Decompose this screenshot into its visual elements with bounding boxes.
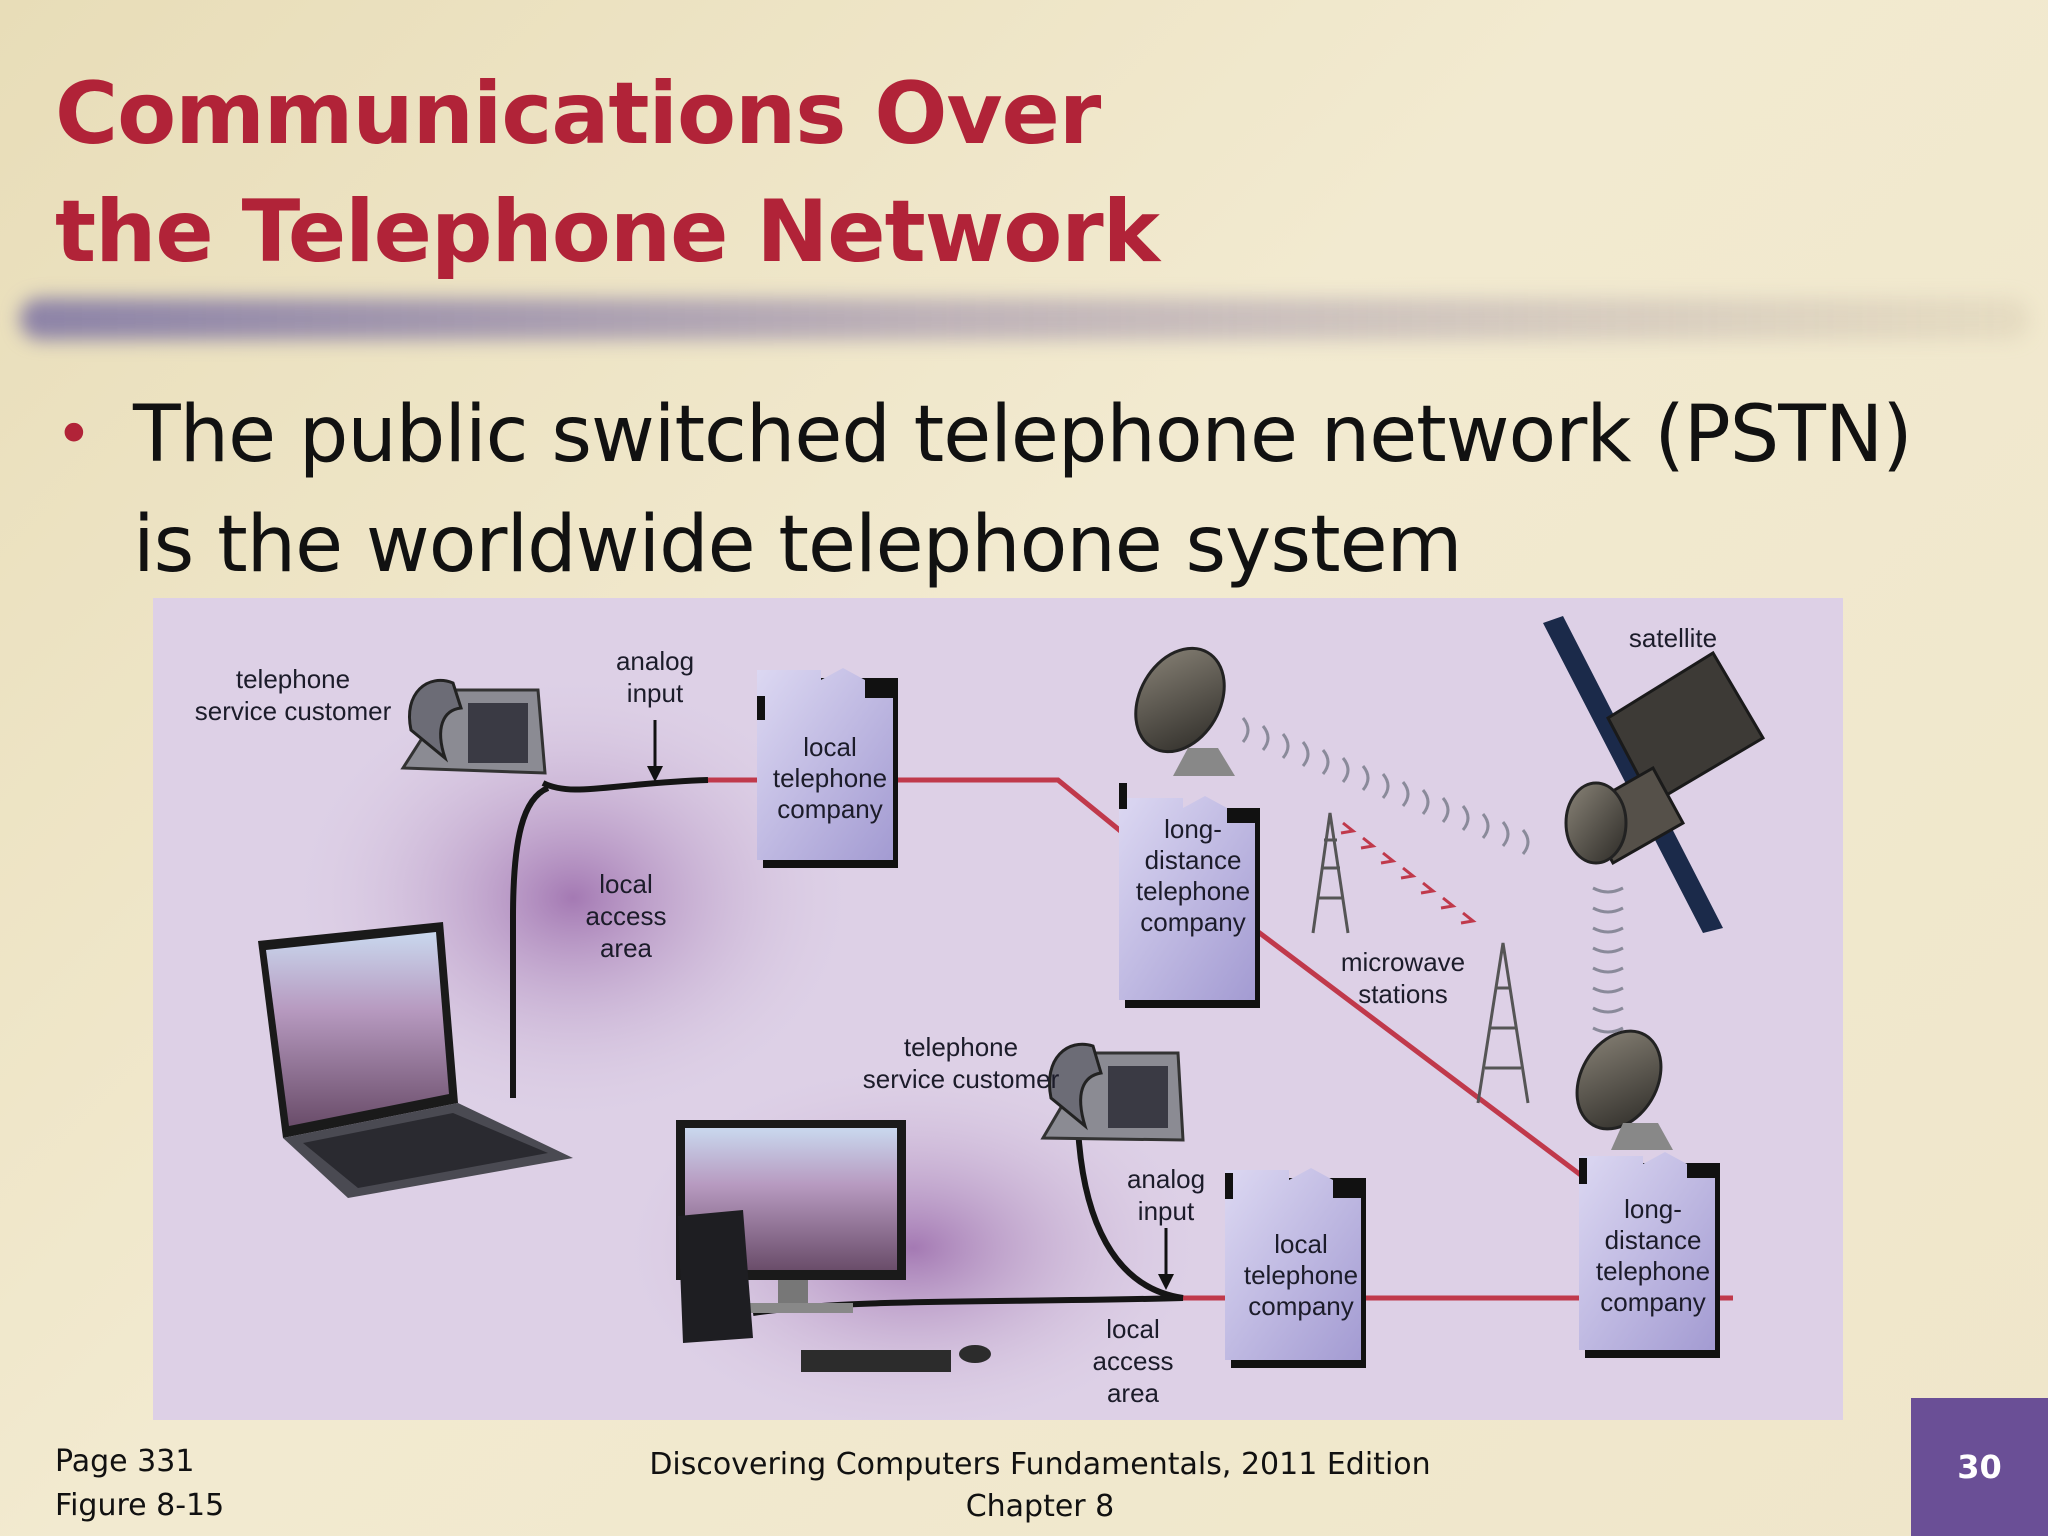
analog-arrowhead-2 xyxy=(1158,1274,1174,1290)
telephone-icon-2 xyxy=(1040,1042,1185,1142)
satellite-dish-1 xyxy=(1134,646,1235,776)
label-analog-2-line1: analog xyxy=(1127,1164,1205,1194)
telephone-icon-1 xyxy=(400,678,547,775)
label-local-access-1-line3: area xyxy=(600,933,653,963)
long-distance-company-1 xyxy=(1119,783,1260,1008)
microwave-tower-1 xyxy=(1311,812,1350,934)
bullet-icon: • xyxy=(55,398,93,472)
cable-top xyxy=(541,777,709,793)
label-customer-2-line1: telephone xyxy=(904,1032,1018,1062)
slide-title: Communications Over the Telephone Networ… xyxy=(55,55,1160,291)
signal-waves xyxy=(1241,717,1624,1034)
trunk-line-diagonal xyxy=(1251,926,1600,1190)
bullet-point: • The public switched telephone network … xyxy=(55,380,1985,600)
label-local-access-2-line1: local xyxy=(1106,1314,1159,1344)
bullet-text: The public switched telephone network (P… xyxy=(133,390,1913,590)
analog-arrowhead-1 xyxy=(647,766,663,782)
slide-number: 30 xyxy=(1957,1448,2002,1486)
label-local-co-1-line3: company xyxy=(777,794,883,824)
label-local-co-2-line2: telephone xyxy=(1244,1260,1358,1290)
footer-page: Page 331 xyxy=(55,1444,195,1479)
label-local-co-2-line1: local xyxy=(1274,1229,1327,1259)
footer-source: Discovering Computers Fundamentals, 2011… xyxy=(600,1444,1480,1528)
label-ld-co-1-line3: telephone xyxy=(1136,876,1250,906)
satellite-icon xyxy=(1543,616,1766,933)
label-analog-1-line2: input xyxy=(627,678,684,708)
label-microwave-line2: stations xyxy=(1358,979,1448,1009)
label-local-co-1-line1: local xyxy=(803,732,856,762)
footer-reference: Page 331 Figure 8-15 xyxy=(55,1440,224,1528)
microwave-signal xyxy=(1340,821,1477,925)
label-ld-co-2-line3: telephone xyxy=(1596,1256,1710,1286)
pstn-figure: telephone service customer analog input … xyxy=(153,598,1843,1420)
footer-chapter: Chapter 8 xyxy=(965,1489,1115,1524)
slide-number-badge: 30 xyxy=(1911,1398,2048,1536)
microwave-tower-2 xyxy=(1476,942,1530,1104)
title-line-2: the Telephone Network xyxy=(55,182,1160,282)
label-customer-2-line2: service customer xyxy=(863,1064,1060,1094)
label-ld-co-1-line4: company xyxy=(1140,907,1246,937)
label-ld-co-1-line2: distance xyxy=(1145,845,1242,875)
label-local-access-1-line2: access xyxy=(586,901,667,931)
label-local-co-2-line3: company xyxy=(1248,1291,1354,1321)
label-ld-co-2-line1: long- xyxy=(1624,1194,1682,1224)
label-local-access-1-line1: local xyxy=(599,869,652,899)
cable-bottom-phone xyxy=(1075,1127,1184,1301)
label-analog-1-line1: analog xyxy=(616,646,694,676)
label-customer-1-line2: service customer xyxy=(195,696,392,726)
label-satellite: satellite xyxy=(1629,623,1717,653)
laptop-icon xyxy=(258,922,573,1198)
footer-figure: Figure 8-15 xyxy=(55,1488,225,1523)
long-distance-company-2 xyxy=(1579,1152,1720,1358)
label-local-access-2-line3: area xyxy=(1107,1378,1160,1408)
pstn-diagram: telephone service customer analog input … xyxy=(195,616,1766,1420)
desktop-computer-icon xyxy=(676,1120,991,1372)
title-divider xyxy=(20,298,2030,340)
title-line-1: Communications Over xyxy=(55,64,1101,164)
satellite-dish-2 xyxy=(1575,1029,1673,1150)
local-telephone-company-2 xyxy=(1225,1168,1366,1368)
label-customer-1-line1: telephone xyxy=(236,664,350,694)
cable-to-laptop xyxy=(510,785,550,1098)
label-local-access-2-line2: access xyxy=(1093,1346,1174,1376)
label-microwave-line1: microwave xyxy=(1341,947,1465,977)
label-ld-co-1-line1: long- xyxy=(1164,814,1222,844)
footer-book: Discovering Computers Fundamentals, 2011… xyxy=(649,1447,1431,1482)
label-local-co-1-line2: telephone xyxy=(773,763,887,793)
label-ld-co-2-line2: distance xyxy=(1605,1225,1702,1255)
label-ld-co-2-line4: company xyxy=(1600,1287,1706,1317)
local-telephone-company-1 xyxy=(757,668,898,868)
label-analog-2-line2: input xyxy=(1138,1196,1195,1226)
